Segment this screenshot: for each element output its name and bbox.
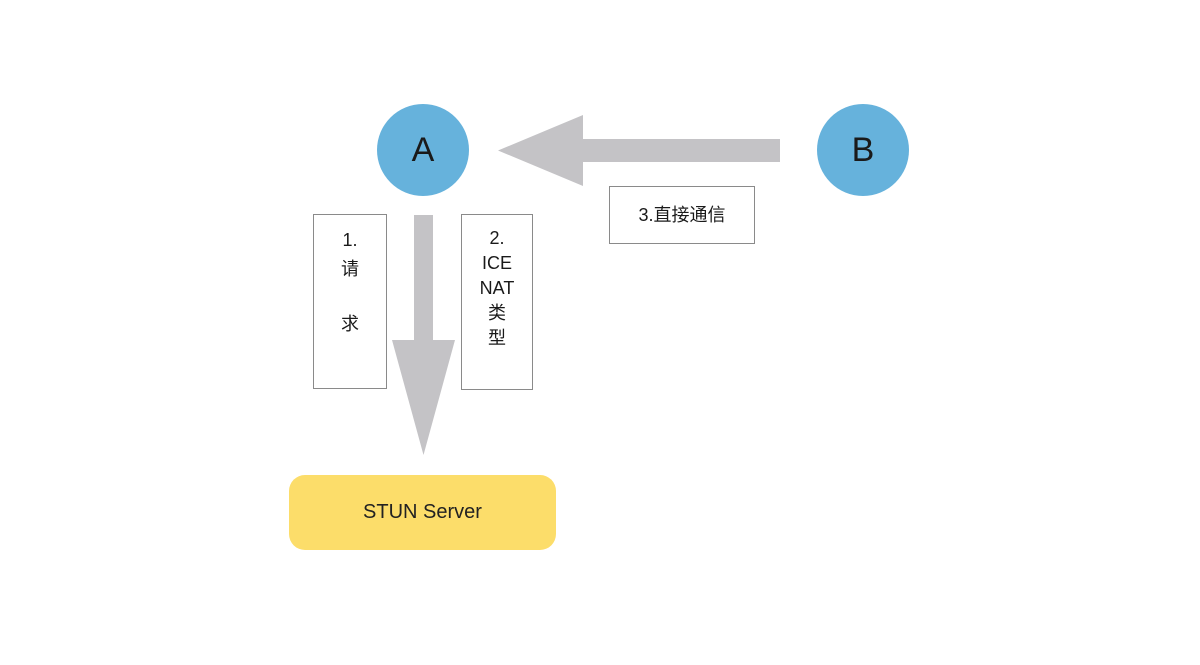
request-label-box: 1. 请 求	[313, 214, 387, 389]
ice-nat-type-label-box: 2. ICE NAT 类 型	[461, 214, 533, 390]
stun-server-label: STUN Server	[363, 501, 482, 523]
node-a-label: A	[411, 130, 435, 169]
direct-communication-label-box: 3.直接通信	[609, 186, 755, 244]
direct-communication-text: 3.直接通信	[638, 204, 726, 225]
node-b: B	[817, 104, 909, 196]
node-b-label: B	[851, 130, 875, 169]
request-text-line1: 请	[341, 259, 359, 279]
ice-text-line3: 类	[488, 303, 506, 323]
request-text-line2: 求	[341, 314, 359, 334]
arrow-b-to-a	[498, 115, 780, 186]
request-step-number: 1.	[342, 230, 358, 250]
node-a: A	[377, 104, 469, 196]
ice-text-line2: NAT	[479, 278, 515, 298]
ice-text-line4: 型	[488, 328, 506, 348]
ice-step-number: 2.	[489, 228, 505, 248]
arrow-a-to-stun	[392, 215, 455, 455]
stun-server-node: STUN Server	[289, 475, 556, 550]
ice-text-line1: ICE	[481, 253, 512, 273]
